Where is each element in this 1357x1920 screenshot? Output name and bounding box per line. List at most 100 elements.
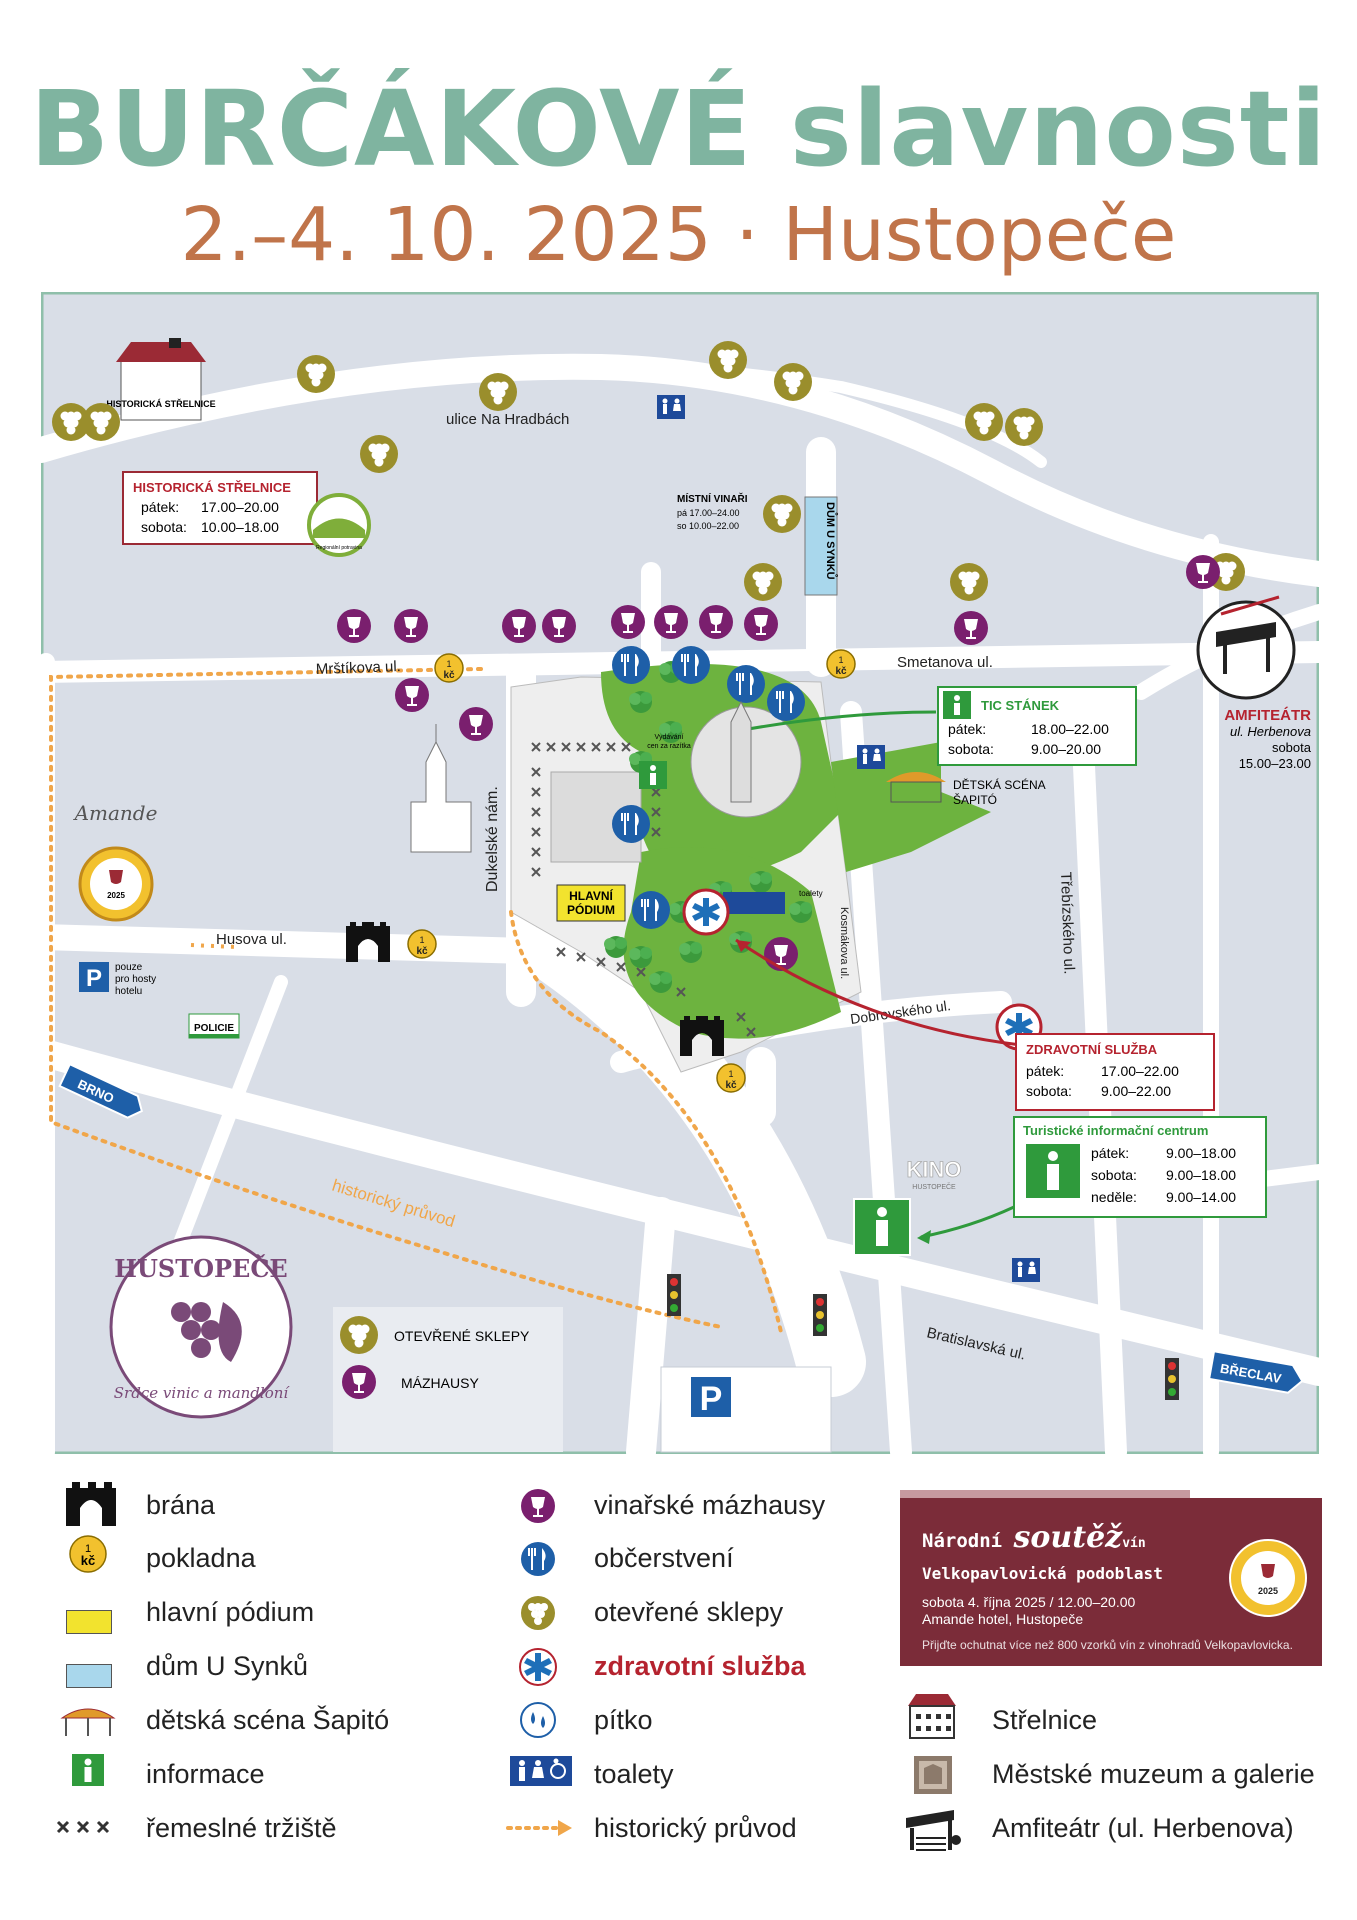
- water-icon: [520, 1702, 556, 1738]
- wine-card-prefix: Národní: [922, 1530, 1003, 1552]
- info-marker-square[interactable]: [639, 761, 667, 789]
- legend-info: informace: [146, 1759, 265, 1789]
- legend-museum: Městské muzeum a galerie: [992, 1759, 1315, 1789]
- direction-breclav: BŘECLAV: [1208, 1350, 1304, 1394]
- toilets-marker-3[interactable]: [1012, 1258, 1040, 1282]
- svg-text:9.00–18.00: 9.00–18.00: [1166, 1145, 1236, 1161]
- legend-procession: historický průvod: [594, 1813, 797, 1843]
- wine-card-note: Přijďte ochutnat více než 800 vzorků vín…: [922, 1638, 1293, 1652]
- wine-card-accent: [900, 1490, 1190, 1498]
- svg-text:so 10.00–22.00: so 10.00–22.00: [677, 521, 739, 531]
- toilets-marker-4[interactable]: [723, 892, 785, 914]
- amphitheatre-time: 15.00–23.00: [1239, 756, 1311, 771]
- svg-text:Regionální potravina: Regionální potravina: [316, 545, 362, 551]
- regional-food-badge: Regionální potravina: [307, 493, 371, 557]
- strelnice-hours-box: HISTORICKÁ STŘELNICE pátek: 17.00–20.00 …: [122, 471, 318, 545]
- wine-card-region: Velkopavlovická podoblast: [922, 1564, 1163, 1583]
- svg-text:9.00–14.00: 9.00–14.00: [1166, 1189, 1236, 1205]
- svg-text:18.00–22.00: 18.00–22.00: [1031, 721, 1109, 737]
- wine-card-place: Amande hotel, Hustopeče: [922, 1611, 1084, 1627]
- title-light: slavnosti: [789, 68, 1328, 190]
- info-icon: [72, 1754, 104, 1786]
- legend-open-cellars: otevřené sklepy: [594, 1597, 784, 1627]
- kids-stage-label-2: ŠAPITÓ: [953, 792, 997, 807]
- museum-icon: [914, 1756, 952, 1794]
- mini-legend-mazhausy: MÁZHAUSY: [401, 1375, 479, 1391]
- toilets-marker-2[interactable]: [857, 745, 885, 769]
- kids-stage-label-1: DĚTSKÁ SCÉNA: [953, 777, 1046, 792]
- svg-text:pouze: pouze: [115, 962, 143, 973]
- page-title: BURČÁKOVÉ slavnosti: [0, 68, 1357, 190]
- direction-brno: BRNO: [58, 1062, 143, 1119]
- svg-text:P: P: [700, 1380, 723, 1418]
- toilets-icon: [510, 1756, 572, 1786]
- legend-kids-stage: dětská scéna Šapitó: [146, 1705, 390, 1735]
- town-hall-sketch: [410, 724, 472, 853]
- medical-hours-box: ZDRAVOTNÍ SLUŽBA pátek: 17.00–22.00 sobo…: [1015, 1033, 1215, 1111]
- svg-text:Turistické informační centrum: Turistické informační centrum: [1023, 1123, 1208, 1138]
- svg-text:pá 17.00–24.00: pá 17.00–24.00: [677, 508, 740, 518]
- crafts-icon: [56, 1820, 110, 1834]
- mini-legend-glass-icon: [342, 1365, 376, 1399]
- svg-text:pro hosty: pro hosty: [115, 974, 156, 985]
- police-marker: POLICIE: [188, 1013, 240, 1039]
- local-winemakers-label: MÍSTNÍ VINAŘI pá 17.00–24.00 so 10.00–22…: [677, 492, 748, 531]
- svg-text:pátek:: pátek:: [1091, 1145, 1129, 1161]
- medical-marker-square[interactable]: [682, 888, 730, 936]
- svg-text:9.00–18.00: 9.00–18.00: [1166, 1167, 1236, 1183]
- info-centre-marker[interactable]: [853, 1198, 911, 1256]
- svg-text:sobota:: sobota:: [948, 741, 994, 757]
- blue-rect-icon: [66, 1664, 112, 1688]
- legend-water: pítko: [594, 1705, 653, 1735]
- tourist-info-centre-box: Turistické informační centrum pátek: 9.0…: [1013, 1116, 1267, 1218]
- legend-shooting-range: Střelnice: [992, 1705, 1098, 1735]
- street-mrstikova: Mrštíkova ul.: [316, 658, 402, 678]
- street-husova: Husova ul.: [216, 931, 287, 948]
- main-stage-label-1: HLAVNÍ: [569, 888, 613, 903]
- dum-u-synku-building: [804, 496, 838, 596]
- svg-text:pátek:: pátek:: [1026, 1063, 1064, 1079]
- legend-refreshments: občerstvení: [594, 1543, 734, 1573]
- title-bold: BURČÁKOVÉ: [29, 68, 753, 190]
- tic-stand-box: TIC STÁNEK pátek: 18.00–22.00 sobota: 9.…: [937, 686, 1137, 766]
- street-dukelske: Dukelské nám.: [484, 786, 501, 892]
- svg-text:kč: kč: [81, 1553, 95, 1568]
- amphitheatre-day: sobota: [1272, 740, 1312, 755]
- toilets-marker[interactable]: [657, 395, 685, 419]
- street-kosmakova: Kosmákova ul.: [838, 907, 850, 979]
- toilets-small-label: toalety: [799, 889, 823, 898]
- wine-competition-card: Národní soutěžvín Velkopavlovická podobl…: [900, 1498, 1322, 1666]
- mini-legend-grape-icon: [340, 1316, 378, 1354]
- svg-text:HISTORICKÁ STŘELNICE: HISTORICKÁ STŘELNICE: [133, 480, 291, 495]
- cutlery-icon: [521, 1542, 555, 1576]
- wine-card-suffix: vín: [1122, 1536, 1146, 1551]
- svg-text:pátek:: pátek:: [948, 721, 986, 737]
- grapes-icon: [521, 1596, 555, 1630]
- svg-text:sobota:: sobota:: [1026, 1083, 1072, 1099]
- svg-text:9.00–22.00: 9.00–22.00: [1101, 1083, 1171, 1099]
- wine-glass-icon: [521, 1489, 555, 1523]
- festival-map[interactable]: 1 kč: [41, 292, 1319, 1454]
- legend-medical: zdravotní služba: [594, 1651, 806, 1681]
- svg-text:9.00–20.00: 9.00–20.00: [1031, 741, 1101, 757]
- amphitheatre-street: ul. Herbenova: [1230, 724, 1311, 739]
- amande-hotel-label: Amande: [73, 801, 158, 825]
- svg-text:1: 1: [85, 1543, 91, 1555]
- wine-card-date: sobota 4. října 2025 / 12.00–20.00: [922, 1594, 1136, 1610]
- svg-text:17.00–20.00: 17.00–20.00: [201, 499, 279, 515]
- street-na-hradbach: ulice Na Hradbách: [446, 411, 569, 428]
- kino-label: KINO: [907, 1157, 962, 1182]
- street-trebizskeho: Třebízského ul.: [1057, 872, 1078, 975]
- stamp-label-1: Vydávání: [655, 734, 684, 741]
- kino-sub-label: HUSTOPEČE: [912, 1182, 956, 1191]
- legend-amphitheatre: Amfiteátr (ul. Herbenova): [992, 1813, 1294, 1843]
- amphitheatre-marker: [1196, 595, 1296, 700]
- wine-card-details: sobota 4. října 2025 / 12.00–20.00 Amand…: [922, 1594, 1135, 1628]
- legend-mazhausy: vinařské mázhausy: [594, 1490, 826, 1520]
- svg-text:ZDRAVOTNÍ SLUŽBA: ZDRAVOTNÍ SLUŽBA: [1026, 1042, 1158, 1057]
- svg-text:pátek:: pátek:: [141, 499, 179, 515]
- svg-text:POLICIE: POLICIE: [194, 1023, 234, 1034]
- svg-text:17.00–22.00: 17.00–22.00: [1101, 1063, 1179, 1079]
- mini-legend-cellars: OTEVŘENÉ SKLEPY: [394, 1328, 530, 1344]
- svg-text:sobota:: sobota:: [1091, 1167, 1137, 1183]
